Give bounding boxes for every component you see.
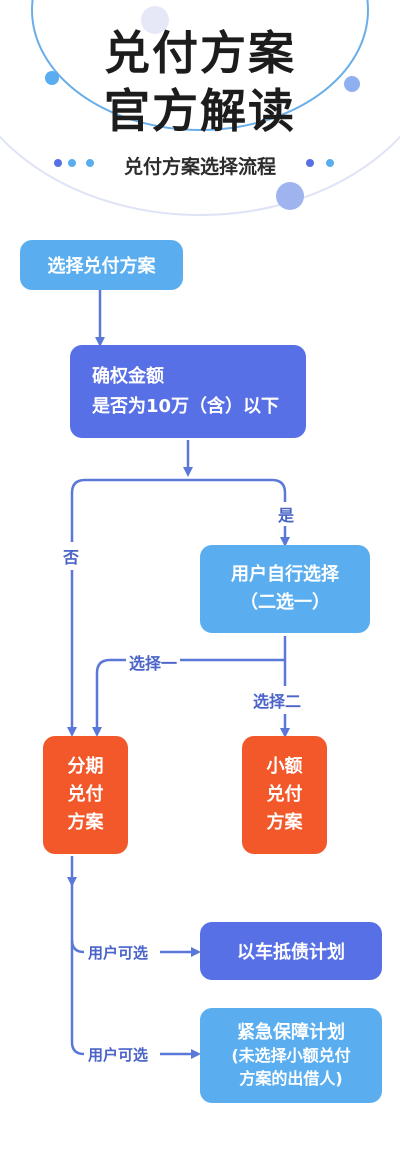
car-plan-label: 以车抵债计划: [237, 942, 345, 963]
outer-arc: [0, 135, 400, 216]
deco-dot: [344, 76, 360, 92]
self-choice-line-1: 用户自行选择: [231, 564, 339, 585]
deco-dot: [45, 71, 59, 85]
small-line-2: 兑付: [266, 784, 303, 805]
installment-line-1: 分期: [67, 756, 104, 777]
decision-node: 确权金额 是否为10万（含）以下: [70, 345, 306, 438]
edge-label-choice1: 选择一: [126, 650, 181, 674]
edge-branch-1: [70, 939, 85, 954]
subtitle: 兑付方案选择流程: [123, 156, 276, 178]
edge-label-yes: 是: [276, 502, 297, 526]
deco-dot: [306, 159, 314, 167]
self-choice-node: 用户自行选择 （二选一）: [200, 545, 370, 633]
header-decoration: [0, 0, 400, 216]
installment-line-3: 方案: [67, 812, 104, 833]
deco-dot: [86, 159, 94, 167]
title-line-1: 兑付方案: [104, 26, 296, 80]
emergency-line-2: (未选择小额兑付: [231, 1046, 351, 1065]
emergency-node: 紧急保障计划 (未选择小额兑付 方案的出借人): [200, 1008, 382, 1103]
deco-dot: [54, 159, 62, 167]
start-label: 选择兑付方案: [47, 256, 156, 277]
installment-line-2: 兑付: [67, 784, 104, 805]
small-line-1: 小额: [266, 756, 303, 777]
self-choice-line-2: （二选一）: [240, 592, 330, 613]
edge-no: [67, 478, 188, 737]
small-payment-node: 小额 兑付 方案: [242, 736, 327, 854]
edge-label-no: 否: [63, 542, 80, 570]
edge-yes: [188, 478, 290, 547]
deco-dot: [68, 159, 76, 167]
start-node: 选择兑付方案: [20, 240, 183, 290]
small-line-3: 方案: [266, 812, 303, 833]
edge-choice1: [92, 658, 285, 737]
title-line-2: 官方解读: [104, 84, 296, 138]
decision-line-2: 是否为10万（含）以下: [92, 395, 280, 417]
edge-label-choice2: 选择二: [250, 686, 305, 714]
installment-node: 分期 兑付 方案: [43, 736, 128, 854]
deco-dot: [141, 6, 169, 34]
decision-line-1: 确权金额: [92, 365, 164, 387]
edge-trunk: [70, 882, 85, 1056]
emergency-line-1: 紧急保障计划: [237, 1022, 345, 1043]
car-plan-node: 以车抵债计划: [200, 922, 382, 980]
deco-dot: [326, 159, 334, 167]
inner-arc: [31, 0, 369, 131]
edge-label-optional-1: 用户可选: [88, 944, 149, 962]
emergency-line-3: 方案的出借人): [239, 1069, 343, 1088]
deco-dot: [276, 182, 304, 210]
edge-label-optional-2: 用户可选: [88, 1046, 149, 1064]
